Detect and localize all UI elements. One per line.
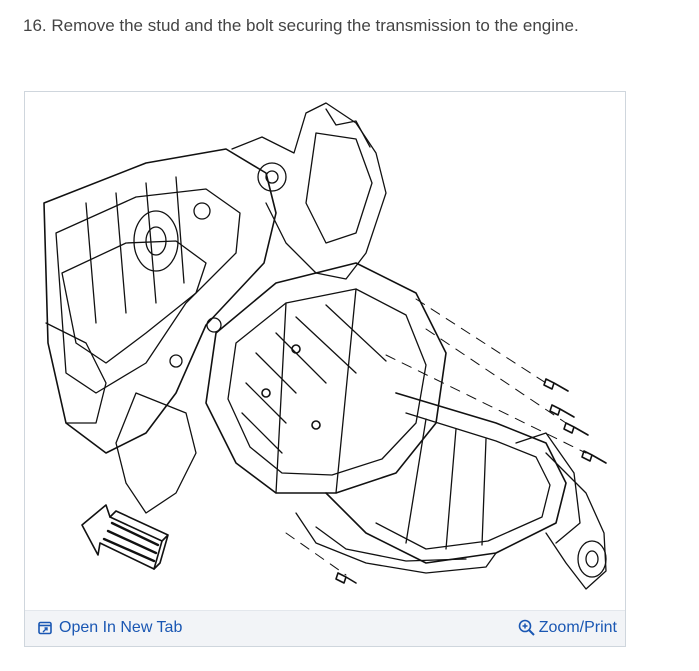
open-in-new-tab-label: Open In New Tab xyxy=(59,619,183,636)
zoom-print-label: Zoom/Print xyxy=(538,619,617,636)
zoom-in-icon xyxy=(518,619,535,636)
figure-card: Open In New Tab Zoom/Print xyxy=(24,91,626,647)
open-new-tab-icon xyxy=(38,621,52,635)
transmission-diagram xyxy=(26,93,624,609)
step-title: 16. Remove the stud and the bolt securin… xyxy=(23,16,579,35)
open-in-new-tab-link[interactable]: Open In New Tab xyxy=(38,619,182,637)
zoom-print-link[interactable]: Zoom/Print xyxy=(518,619,617,637)
figure-footer: Open In New Tab Zoom/Print xyxy=(25,610,625,646)
